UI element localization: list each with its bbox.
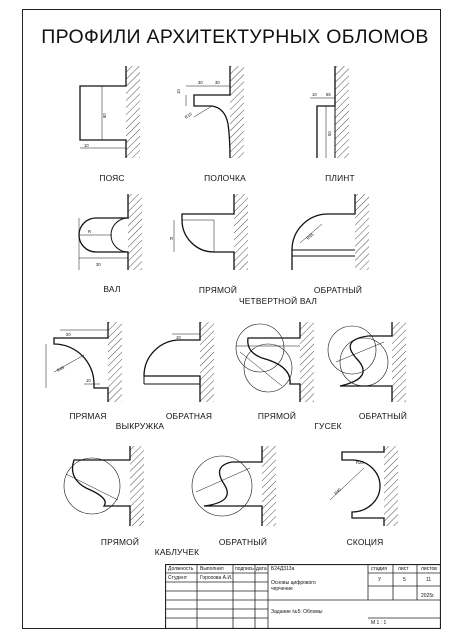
- dim-vy-a: 20: [66, 332, 71, 337]
- profile-kabluchek-direct: [63, 446, 144, 526]
- dim-vr-a: 10: [176, 335, 181, 340]
- label-kabluchek-direct: ПРЯМОЙ: [100, 537, 140, 547]
- dim-val-w: 30: [96, 262, 101, 267]
- tb-sheets: 11: [426, 577, 432, 583]
- tb-h-sheets: листов: [421, 566, 437, 572]
- tb-sheet: 5: [403, 577, 406, 583]
- dim-sc-r: R40: [333, 486, 342, 495]
- tb-h-stage: стадия: [371, 566, 387, 572]
- profile-vykruzhka-direct: [45, 322, 122, 402]
- tb-stage: У: [378, 577, 382, 583]
- profile-quarter-val-direct: [173, 194, 248, 270]
- label-gusek-direct: ПРЯМОЙ: [257, 411, 297, 421]
- label-polochka: ПОЛОЧКА: [204, 173, 246, 183]
- profile-val: [78, 194, 142, 270]
- profile-quarter-val-reverse: [291, 194, 369, 270]
- dim-val-r: R: [88, 229, 91, 234]
- profile-poyas: [79, 66, 140, 158]
- dim-vy-r: R45: [56, 364, 66, 373]
- label-gusek-reverse: ОБРАТНЫЙ: [358, 411, 408, 421]
- dim-qv-r2: R45: [305, 232, 315, 241]
- label-kabluchek: КАБЛУЧЕК: [154, 547, 200, 557]
- dim-vy-b: 10: [86, 378, 91, 383]
- profile-kabluchek-reverse: [191, 446, 276, 526]
- profile-polochka: [185, 66, 244, 159]
- title-block-grid: [165, 564, 441, 629]
- tb-h-date: дата: [256, 566, 267, 572]
- dim-polochka-c: 30: [215, 80, 220, 85]
- tb-task: Задание №5: Обломы: [271, 609, 323, 615]
- tb-code: Б24Д313а: [271, 566, 295, 572]
- profile-gusek-reverse: [327, 322, 406, 402]
- dim-sc-r2: R20: [356, 460, 364, 465]
- profile-gusek-direct: [235, 322, 314, 402]
- label-vykruzhka-direct: ПРЯМАЯ: [69, 411, 107, 421]
- label-poyas: ПОЯС: [99, 173, 125, 183]
- tb-subject: Основы цифрового черчение: [271, 580, 316, 592]
- dim-plint-b: 55: [326, 92, 331, 97]
- dim-polochka-a: 10: [176, 89, 181, 94]
- sheet-title: ПРОФИЛИ АРХИТЕКТУРНЫХ ОБЛОМОВ: [41, 26, 429, 48]
- label-quarter-val: ЧЕТВЕРТНОЙ ВАЛ: [238, 296, 318, 306]
- dim-poyas-h: 80: [102, 113, 107, 118]
- label-quarter-val-reverse: ОБРАТНЫЙ: [313, 285, 363, 295]
- profile-vykruzhka-reverse: [143, 322, 214, 402]
- dim-plint-a: 10: [312, 92, 317, 97]
- tb-h-sign: подпись: [235, 566, 254, 572]
- dim-polochka-r: R15: [184, 111, 194, 120]
- label-gusek: ГУСЕК: [314, 421, 342, 431]
- label-vykruzhka: ВЫКРУЖКА: [115, 421, 165, 431]
- tb-name: Горохова А.И.: [200, 575, 233, 581]
- label-kabluchek-reverse: ОБРАТНЫЙ: [218, 537, 268, 547]
- title-block: Должность Выполнил подпись дата Б24Д313а…: [165, 564, 441, 629]
- profile-scotia: [329, 446, 398, 526]
- tb-role: Студент: [168, 575, 188, 581]
- tb-h-sheet: лист: [398, 566, 409, 572]
- label-vykruzhka-reverse: ОБРАТНАЯ: [165, 411, 213, 421]
- dim-polochka-b: 30: [198, 80, 203, 85]
- dim-qv-r: R: [170, 236, 173, 241]
- label-quarter-val-direct: ПРЯМОЙ: [198, 285, 238, 295]
- label-plint: ПЛИНТ: [325, 173, 355, 183]
- label-scotia: СКОЦИЯ: [346, 537, 384, 547]
- tb-h-position: Должность: [168, 566, 194, 572]
- label-val: ВАЛ: [103, 284, 121, 294]
- tb-h-done: Выполнил: [200, 566, 224, 572]
- tb-scale: М 1 : 1: [371, 620, 387, 626]
- profile-plint: [310, 66, 349, 158]
- dim-poyas-w: 10: [84, 143, 89, 148]
- dim-plint-h: 50: [327, 131, 332, 136]
- tb-year: 2025г.: [421, 593, 435, 599]
